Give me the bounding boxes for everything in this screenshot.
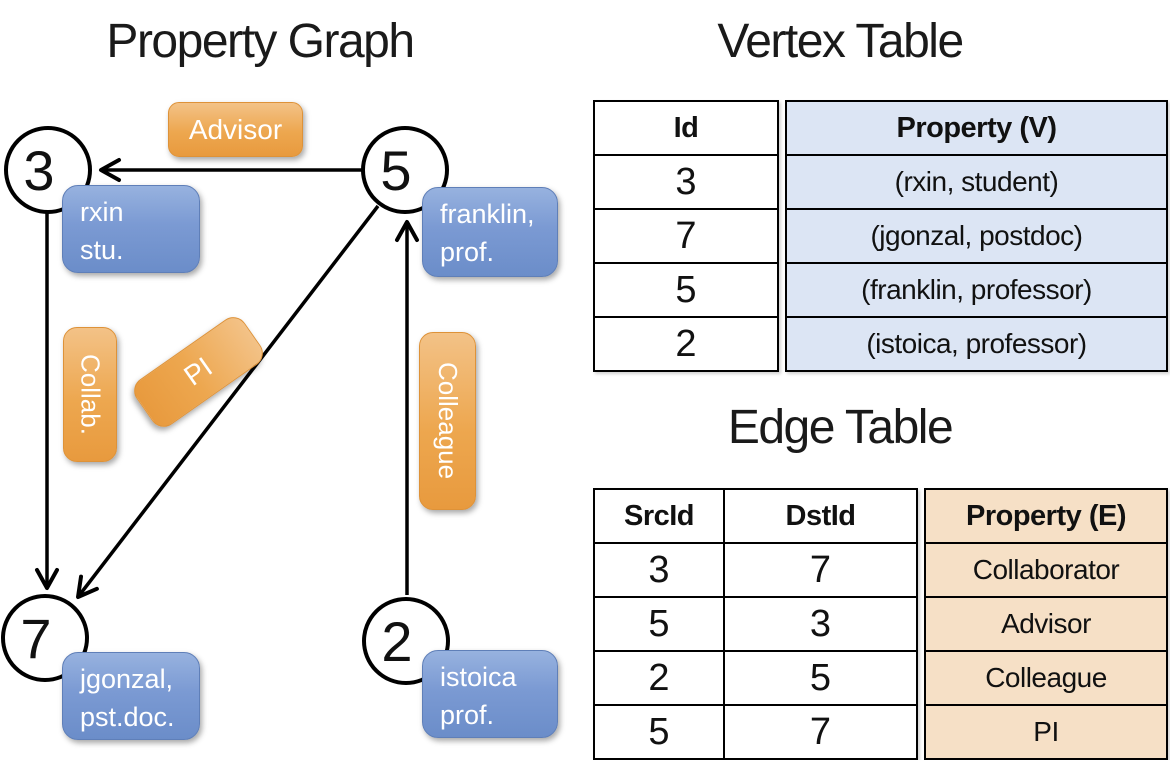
vertex-property-line: stu. [80, 234, 124, 265]
vertex-property-line: istoica [440, 662, 517, 692]
table-row: 3 [595, 154, 777, 208]
edge-label-text: Colleague [433, 362, 463, 480]
edge-table-title: Edge Table [727, 401, 954, 454]
vertex-property-line: rxin [80, 197, 124, 227]
vertex-property-box-rxin: rxin stu. [62, 185, 200, 273]
table-row: 7 [595, 208, 777, 262]
edge-label-text: Collab. [75, 354, 106, 435]
table-row: Colleague [926, 650, 1166, 704]
edge-label-colleague: Colleague [419, 332, 476, 510]
vertex-property-line: prof. [440, 699, 495, 730]
graph-edges-svg [35, 158, 419, 599]
edge-label-text: PI [178, 351, 218, 392]
vertex-table-property-column: Property (V) (rxin, student) (jgonzal, p… [785, 100, 1168, 372]
edge-table-property-column: Property (E) Collaborator Advisor Collea… [924, 488, 1168, 760]
table-row: (rxin, student) [787, 154, 1166, 208]
edge-label-advisor: Advisor [168, 102, 303, 157]
table-row: 2 5 [595, 650, 916, 704]
node-circle-2: 2 [362, 597, 450, 685]
node-id-2: 2 [381, 609, 413, 673]
node-id-3: 3 [23, 138, 55, 202]
edge-table-header-srcid: SrcId [623, 499, 695, 532]
table-row: 2 [595, 316, 777, 370]
edge-table-id-columns: SrcId DstId 3 7 5 3 2 5 5 7 [593, 488, 918, 760]
vertex-table-title: Vertex Table [717, 15, 964, 68]
vertex-property-line: prof. [440, 236, 495, 267]
edge-line-pi-5-to-7 [76, 204, 380, 599]
node-id-5: 5 [380, 138, 412, 202]
edge-table-header-property: Property (E) [966, 499, 1126, 532]
vertex-table-id-column: Id 3 7 5 2 [593, 100, 779, 372]
vertex-table-header-id: Id [673, 111, 699, 144]
table-row: Collaborator [926, 542, 1166, 596]
table-row: 3 7 [595, 542, 916, 596]
table-row: Advisor [926, 596, 1166, 650]
table-row: (franklin, professor) [787, 262, 1166, 316]
vertex-property-box-franklin: franklin, prof. [422, 187, 558, 277]
node-id-7: 7 [20, 606, 52, 670]
edge-label-collab: Collab. [63, 327, 117, 462]
vertex-property-line: jgonzal, [80, 664, 174, 694]
table-row: 5 [595, 262, 777, 316]
table-row: PI [926, 704, 1166, 758]
table-row: 5 3 [595, 596, 916, 650]
table-row: 5 7 [595, 704, 916, 758]
vertex-table-header-property: Property (V) [896, 111, 1057, 144]
edge-label-text: Advisor [188, 113, 283, 145]
edge-table-header-dstid: DstId [723, 490, 916, 542]
vertex-property-line: pst.doc. [80, 701, 175, 732]
vertex-property-line: franklin, [440, 199, 535, 229]
property-graph-title: Property Graph [106, 15, 415, 68]
table-row: (istoica, professor) [787, 316, 1166, 370]
vertex-property-box-istoica: istoica prof. [422, 650, 558, 738]
edge-table-header-row: SrcId DstId [595, 490, 916, 542]
table-row: (jgonzal, postdoc) [787, 208, 1166, 262]
node-circle-5: 5 [361, 126, 449, 214]
vertex-property-box-jgonzal: jgonzal, pst.doc. [62, 652, 200, 740]
